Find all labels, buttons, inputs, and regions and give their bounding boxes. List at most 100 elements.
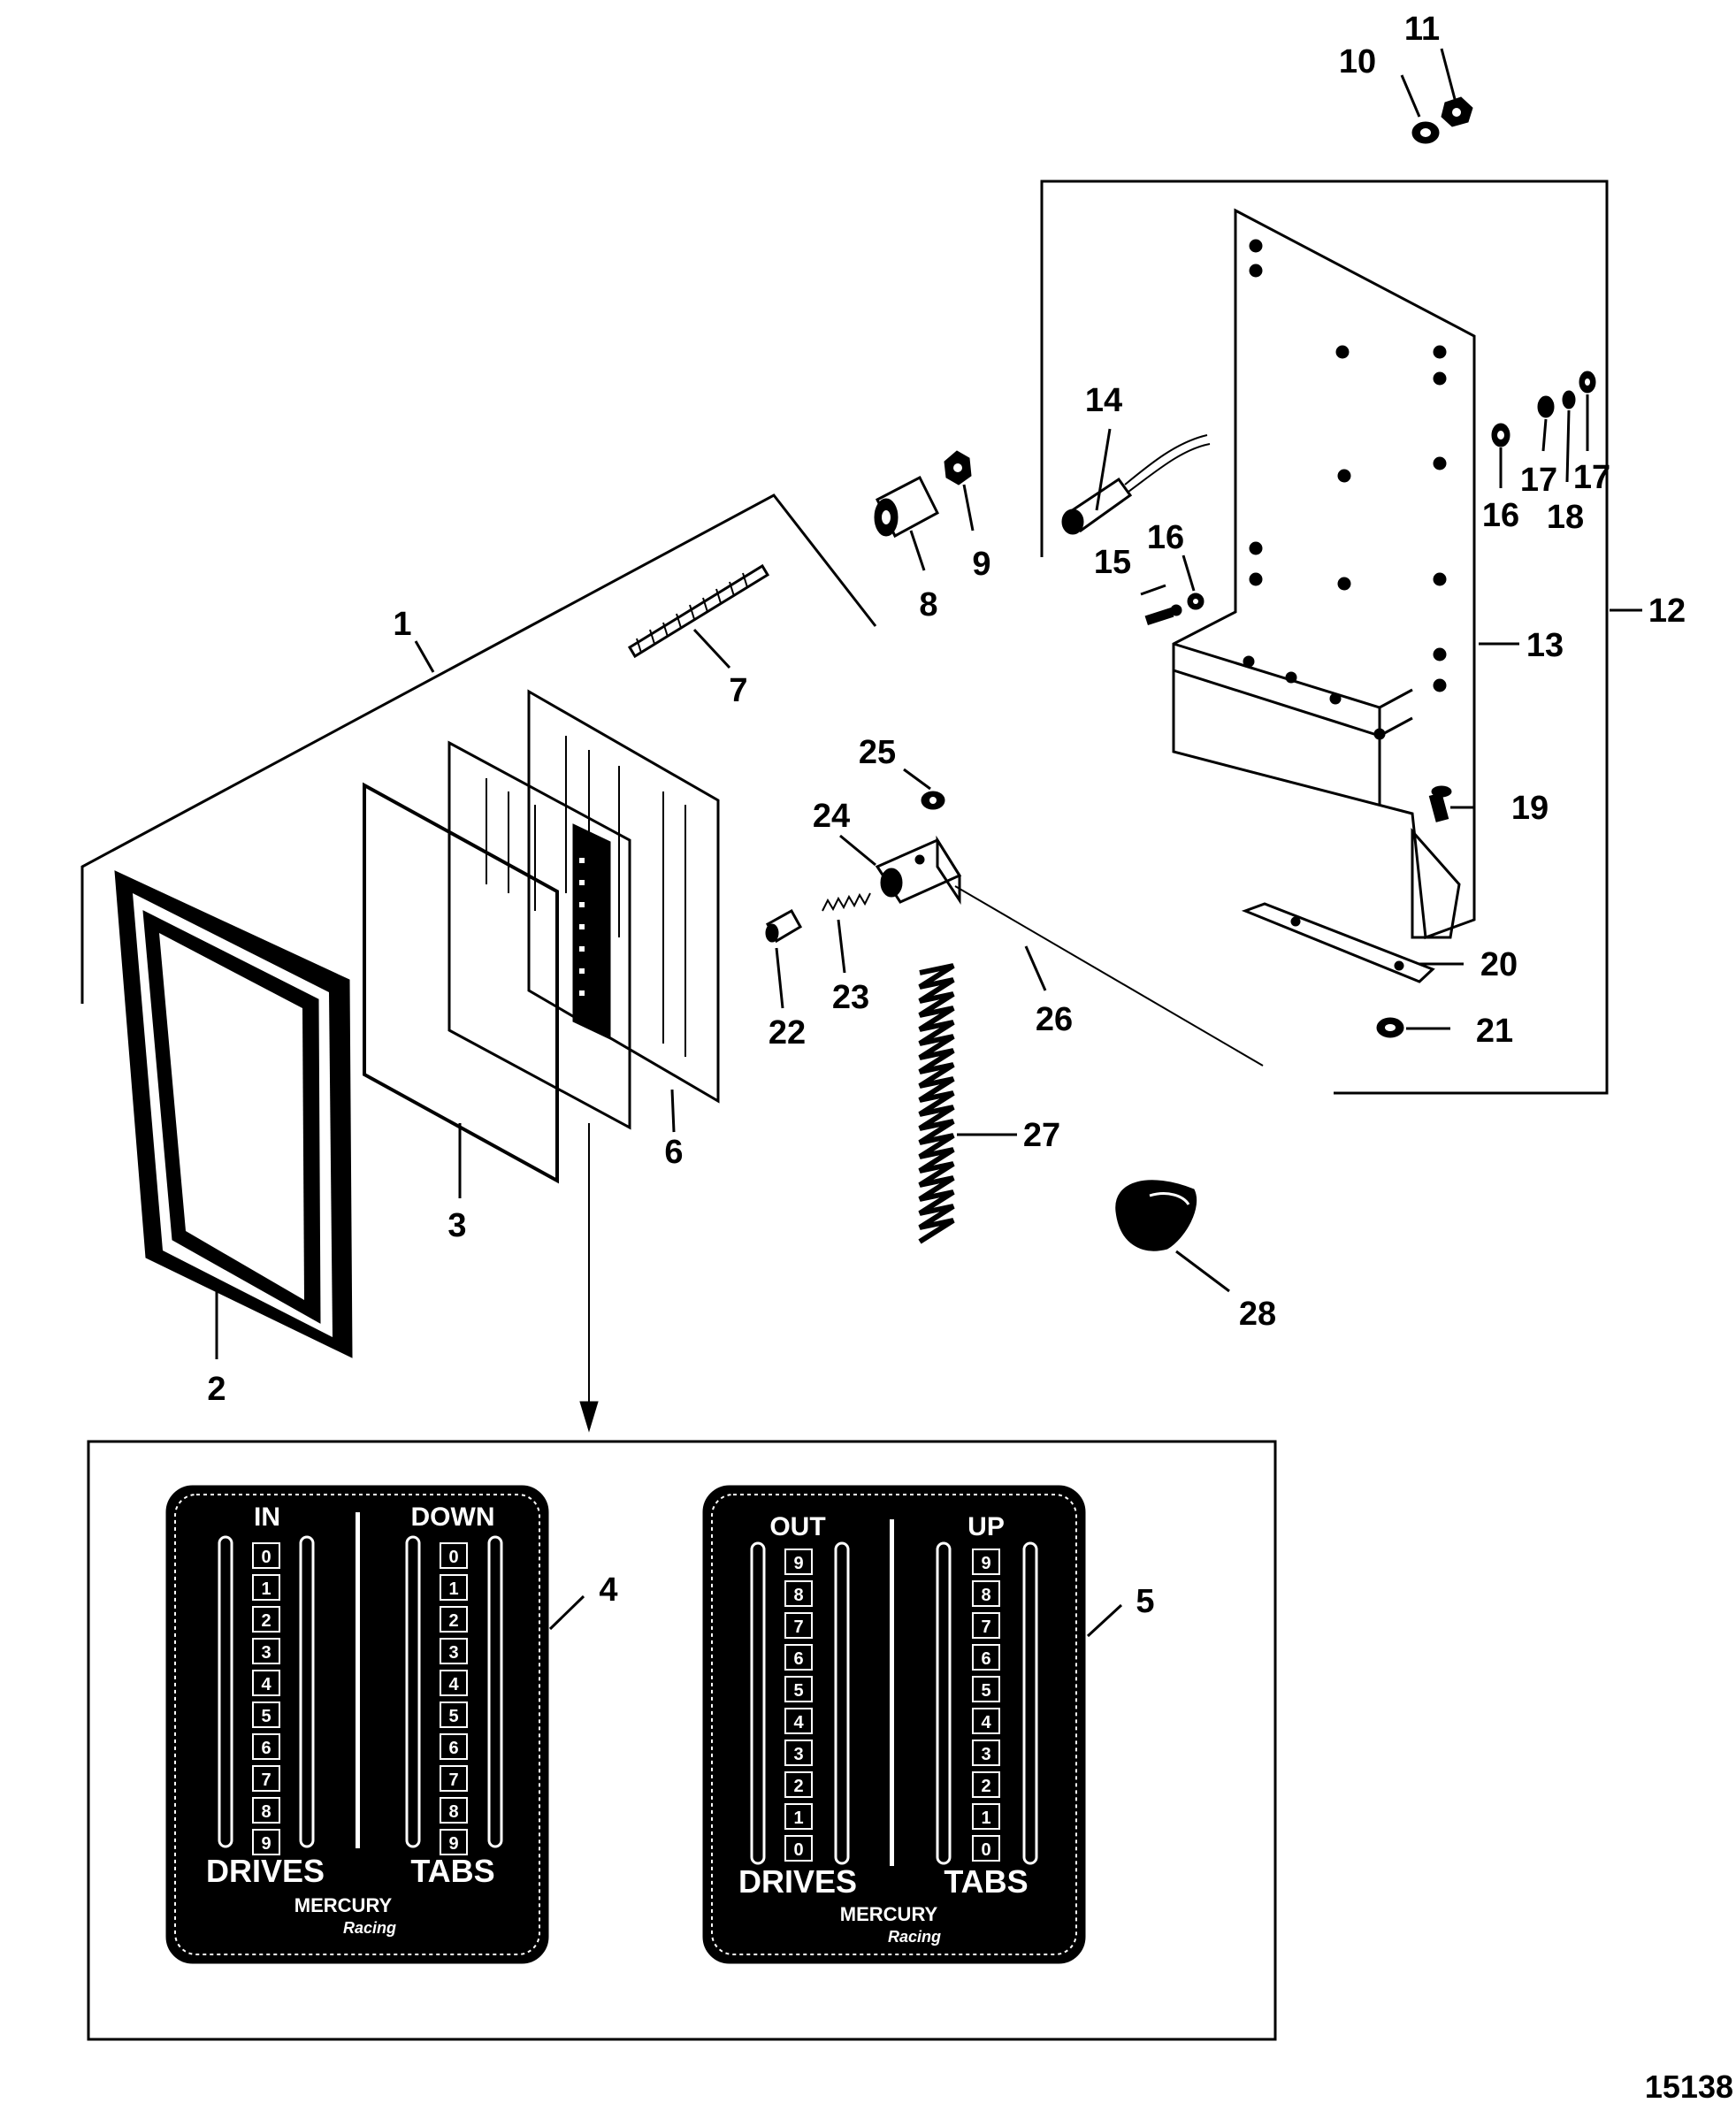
decal-4-left-scale-box	[252, 1606, 280, 1633]
housing-group-bracket	[80, 493, 877, 1004]
decal-5-right-scale-label: 2	[981, 1777, 990, 1796]
decal-5-left-scale-box	[784, 1835, 813, 1862]
decal-4-right-scale-box	[440, 1797, 468, 1824]
callout-24: 24	[813, 798, 850, 835]
decal-4-left-scale-label: 3	[261, 1643, 271, 1663]
decal-4-left-scale-box	[252, 1702, 280, 1728]
decal-4-left-scale-label: 1	[261, 1579, 271, 1599]
decal-5-left-scale-label: 0	[793, 1840, 803, 1860]
callout-20: 20	[1480, 946, 1518, 983]
callout-27: 27	[1023, 1117, 1060, 1154]
decal-4-right-scale-box	[440, 1733, 468, 1760]
figure-number: 15138	[1645, 2069, 1733, 2103]
callout-6: 6	[664, 1134, 683, 1171]
screw-15	[1144, 604, 1182, 626]
decal-5-left-footer: DRIVES	[738, 1863, 857, 1900]
decal-5-left-scale-label: 8	[793, 1586, 803, 1605]
decal-box	[87, 1440, 1277, 2041]
decal-4-right-scale-box	[440, 1542, 468, 1569]
strap-20	[1241, 902, 1435, 983]
decal-5-left-scale-label: 3	[793, 1745, 803, 1764]
screw-19	[1428, 785, 1452, 822]
callout-11: 11	[1404, 11, 1440, 48]
mounting-plate-13	[1172, 208, 1476, 940]
decal-4-brand-main: MERCURY	[294, 1894, 393, 1916]
decal-5-right-scale-box	[972, 1676, 1000, 1702]
decal-4-right-scale-label: 2	[448, 1611, 458, 1631]
callout-7: 7	[729, 672, 747, 709]
decal-5-right-scale-box	[972, 1644, 1000, 1671]
decal-5-left-scale-box	[784, 1549, 813, 1575]
decal-5-left-scale-label: 5	[793, 1681, 803, 1701]
decal-5-right-scale-label: 7	[981, 1617, 990, 1637]
decal-5-left-scale-label: 1	[793, 1809, 803, 1828]
callout-5: 5	[1136, 1583, 1154, 1620]
decal-4-right-scale-label: 7	[448, 1770, 458, 1790]
decal-4-left-scale-box	[252, 1765, 280, 1792]
spacer-8	[874, 475, 939, 539]
decal-5-left-header: OUT	[769, 1512, 825, 1541]
decal-5-right-scale-box	[972, 1580, 1000, 1607]
decal-4-left-scale-label: 0	[261, 1548, 271, 1567]
leader-lines	[215, 48, 1642, 1638]
callout-12: 12	[1648, 593, 1686, 630]
decal-4-right-scale-label: 5	[448, 1707, 458, 1726]
decal-5-left-scale-box	[784, 1771, 813, 1798]
decal-5-brand-sub: Racing	[888, 1928, 941, 1946]
decal-5-right-scale-label: 4	[981, 1713, 991, 1732]
decal-5-right-scale-label: 5	[981, 1681, 990, 1701]
callout-28: 28	[1239, 1296, 1276, 1333]
decal-4-left-scale-box	[252, 1638, 280, 1664]
decal-4-left-scale-label: 7	[261, 1770, 271, 1790]
decal-5-right-scale-box	[972, 1549, 1000, 1575]
callout-26: 26	[1036, 1001, 1073, 1038]
callout-19: 19	[1511, 790, 1549, 827]
callout-25: 25	[859, 734, 896, 771]
decal-5-right-scale-label: 1	[981, 1809, 990, 1828]
nut-16-inner	[1187, 593, 1204, 610]
decal-5-left-scale-label: 9	[793, 1554, 803, 1573]
callout-21: 21	[1476, 1013, 1513, 1050]
callout-13: 13	[1526, 627, 1564, 664]
decal-5-right-scale-label: 8	[981, 1586, 990, 1605]
decal-4-right-scale-label: 1	[448, 1579, 458, 1599]
decal-4-right-scale-box	[440, 1638, 468, 1664]
nut-21	[1376, 1017, 1404, 1038]
decal-4-right-scale-label: 9	[448, 1834, 458, 1854]
set-screw-22	[765, 908, 803, 944]
callout-2: 2	[207, 1371, 226, 1408]
callout-1: 1	[393, 606, 411, 643]
decal-4-left-scale-label: 4	[261, 1675, 271, 1694]
washer-10	[1411, 121, 1440, 144]
knob-28	[1115, 1180, 1197, 1251]
decal-4-left-header: IN	[254, 1503, 280, 1532]
callout-17-left: 17	[1520, 462, 1557, 499]
decal-5-right-scale-label: 9	[981, 1554, 990, 1573]
decal-4-left-scale-label: 5	[261, 1707, 271, 1726]
callout-17-right: 17	[1573, 459, 1610, 496]
decal-strip	[572, 823, 611, 1040]
decal-4-right-footer: TABS	[410, 1853, 494, 1889]
decal-4-right-scale-box	[440, 1574, 468, 1601]
nut-11	[1441, 96, 1473, 127]
decal-5-left-scale-label: 6	[793, 1649, 803, 1669]
plate-holes	[1243, 239, 1447, 740]
decal-4-left-scale-box	[252, 1542, 280, 1569]
callout-numbers: 1 2 3 4 5 6 7 8 9 10 11 12 13 14 15 16 1…	[207, 11, 1686, 1620]
decal-4-left-scale-label: 8	[261, 1802, 271, 1822]
decal-5-left-scale-label: 4	[793, 1713, 804, 1732]
decal-4-right-scale-box	[440, 1765, 468, 1792]
decal-4-right-scale-box	[440, 1670, 468, 1696]
decal-5-right-footer: TABS	[944, 1863, 1028, 1900]
decal-5-left-scale-box	[784, 1580, 813, 1607]
decal-5-right-header: UP	[967, 1512, 1005, 1541]
decal-4-left-scale-box	[252, 1829, 280, 1855]
callout-16-right: 16	[1482, 497, 1519, 534]
decal-5-right-scale-box	[972, 1803, 1000, 1830]
spring-27	[918, 963, 955, 1244]
callout-15: 15	[1094, 544, 1131, 581]
